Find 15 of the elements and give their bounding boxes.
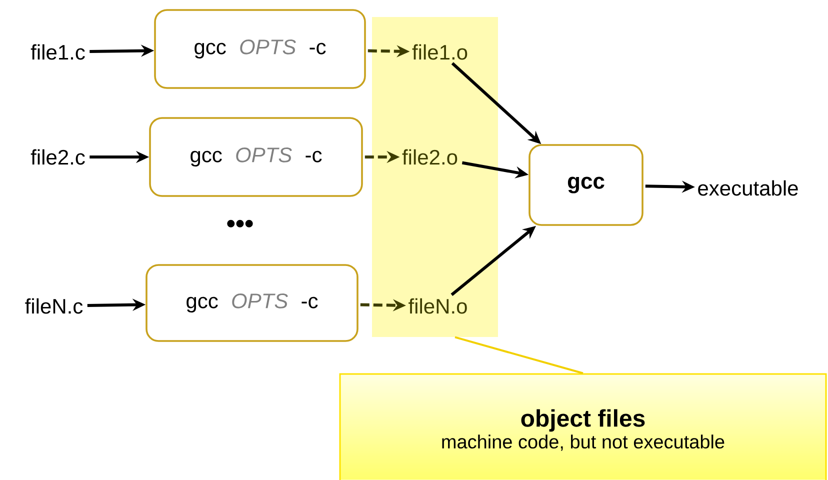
- leader-line: [454, 336, 584, 374]
- callout-box: object files machine code, but not executable: [339, 373, 827, 480]
- command-box: gcc OPTS -c: [149, 117, 363, 197]
- file-name: file1.o: [412, 44, 468, 60]
- file-name: executable: [698, 180, 798, 196]
- command-box: gcc OPTS -c: [154, 9, 366, 89]
- file-name: file2.c: [30, 149, 85, 165]
- highlight-band: [372, 17, 498, 337]
- file-name: file1.c: [30, 44, 85, 60]
- command-box: gcc: [528, 144, 644, 226]
- file-name: file2.o: [402, 149, 458, 165]
- file-name: fileN.o: [408, 298, 467, 314]
- ellipsis-dots: •••: [227, 220, 253, 228]
- command-box: gcc OPTS -c: [146, 264, 358, 342]
- file-name: fileN.c: [25, 298, 83, 314]
